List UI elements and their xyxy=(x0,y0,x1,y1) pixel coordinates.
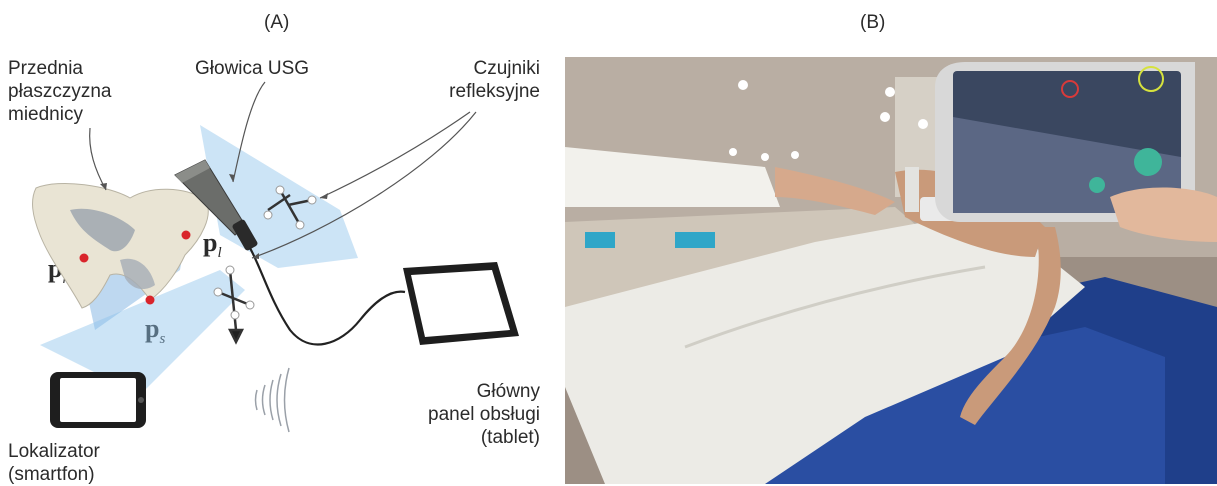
panel-b-title: (B) xyxy=(860,12,885,34)
tablet-device xyxy=(403,262,519,345)
point-s-marker xyxy=(146,296,155,305)
wireless-waves-icon xyxy=(256,368,290,432)
panel-a-diagram xyxy=(0,0,560,484)
smartphone-device xyxy=(50,372,146,428)
point-r-marker xyxy=(80,254,89,263)
panel-b-photo xyxy=(565,57,1217,484)
point-l-marker xyxy=(182,231,191,240)
